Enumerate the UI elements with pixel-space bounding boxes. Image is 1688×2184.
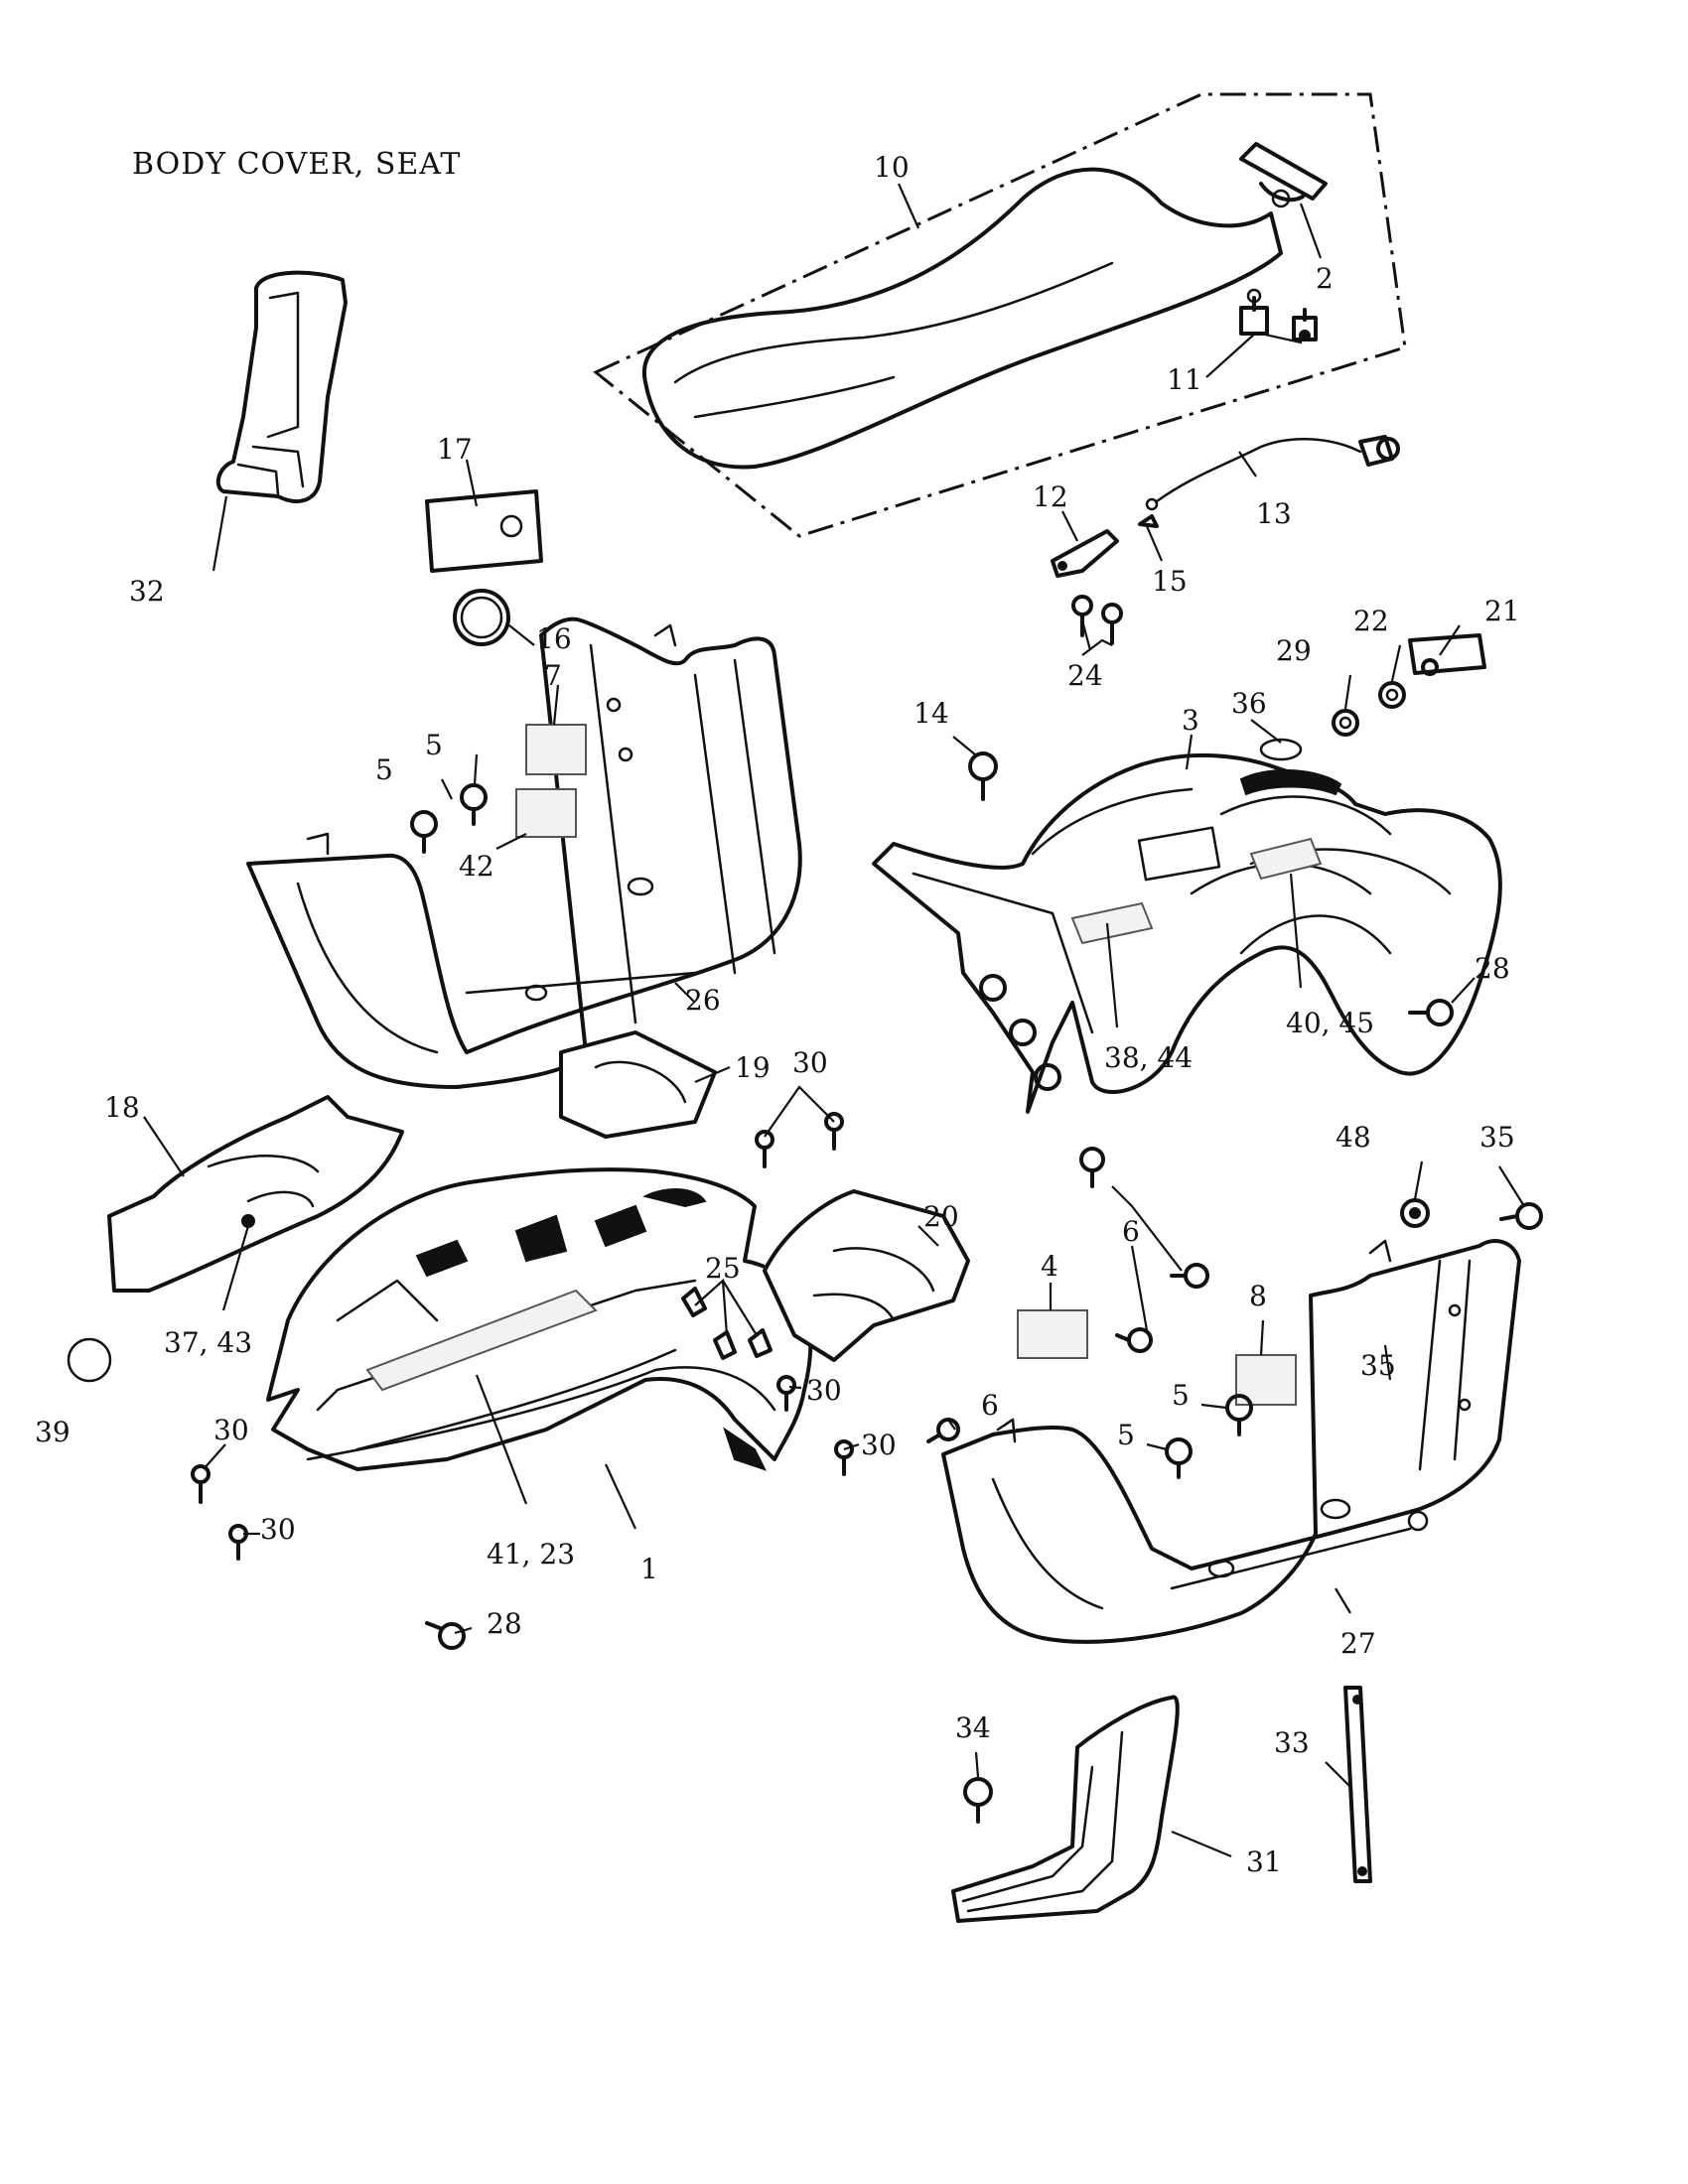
label-5c: 5 (1172, 1379, 1190, 1412)
label-11: 11 (1167, 363, 1202, 396)
inner-panel-part-20 (763, 1189, 970, 1362)
label-41-23: 41, 23 (487, 1538, 575, 1570)
label-26: 26 (685, 984, 721, 1017)
label-42: 42 (459, 850, 494, 883)
left-footwell-part-26 (246, 616, 802, 1089)
label-5a: 5 (375, 753, 393, 786)
right-footwell-part-27 (941, 1239, 1521, 1644)
label-33: 33 (1274, 1726, 1310, 1759)
label-4: 4 (1041, 1250, 1058, 1283)
label-6b: 6 (981, 1389, 999, 1422)
screws-part-30a (755, 1112, 844, 1168)
clip-part-15 (1138, 514, 1159, 528)
label-20: 20 (923, 1200, 959, 1233)
front-fender-part-1 (266, 1167, 813, 1471)
label-35b: 35 (1360, 1349, 1396, 1382)
label-31: 31 (1246, 1845, 1282, 1878)
label-18: 18 (104, 1091, 140, 1124)
bolts-part-5-right (1165, 1394, 1253, 1479)
label-28a: 28 (1475, 952, 1510, 985)
label-8: 8 (1249, 1280, 1267, 1312)
ring-part-16 (453, 589, 510, 646)
screws-part-30-mid (776, 1375, 854, 1476)
bolt-part-5b (460, 783, 488, 826)
bolt-part-28b (425, 1621, 466, 1650)
bolt-part-5a (410, 810, 438, 854)
label-13: 13 (1256, 497, 1292, 530)
label-30d: 30 (806, 1374, 842, 1407)
label-17: 17 (437, 433, 473, 466)
label-6a: 6 (1122, 1215, 1140, 1248)
label-24: 24 (1067, 659, 1103, 692)
label-5d: 5 (1117, 1419, 1135, 1451)
screws-part-30-lower (191, 1464, 248, 1561)
bolt-part-28a (1408, 999, 1454, 1026)
label-39: 39 (35, 1416, 70, 1448)
label-29: 29 (1276, 634, 1312, 667)
label-30e: 30 (861, 1429, 897, 1461)
label-32: 32 (129, 575, 165, 608)
label-27: 27 (1340, 1627, 1376, 1660)
side-panel-part-31 (951, 1695, 1180, 1923)
cap-part-39 (67, 1337, 112, 1383)
label-35a: 35 (1479, 1121, 1515, 1154)
seat-latch-part-12 (1051, 529, 1119, 578)
label-30a: 30 (792, 1046, 828, 1079)
sticker-part-17 (425, 489, 543, 573)
label-21: 21 (1484, 595, 1520, 627)
part-labels: 10 2 11 13 12 15 32 17 16 7 5 5 42 26 24… (35, 151, 1520, 1878)
bolt-part-14 (968, 751, 998, 801)
side-panel-part-32 (215, 270, 348, 503)
front-cover-part-18 (107, 1095, 404, 1293)
seat-lock-part-11 (1239, 288, 1318, 341)
diagram-title: BODY COVER, SEAT (132, 147, 461, 182)
label-48: 48 (1336, 1121, 1371, 1154)
reflector-part-21 (1408, 633, 1486, 676)
grommet-part-29 (1332, 709, 1359, 737)
label-15: 15 (1152, 565, 1188, 598)
label-10: 10 (874, 151, 910, 184)
clips-part-25 (681, 1287, 773, 1360)
seat-bracket-part-2 (1239, 142, 1328, 208)
label-30c: 30 (260, 1513, 296, 1546)
seat-cable-part-13 (1145, 435, 1400, 511)
label-2: 2 (1316, 262, 1334, 295)
label-22: 22 (1353, 605, 1389, 637)
leader-lines (143, 183, 1525, 1858)
label-38-44: 38, 44 (1104, 1041, 1193, 1074)
screws-part-24 (1071, 595, 1123, 645)
seat-part-10 (593, 92, 1407, 538)
bolts-part-6 (926, 1147, 1209, 1443)
sticker-part-42 (515, 788, 577, 838)
label-37-43: 37, 43 (164, 1326, 252, 1359)
label-5b: 5 (425, 729, 443, 761)
label-34: 34 (955, 1711, 991, 1744)
label-12: 12 (1033, 480, 1068, 513)
bolt-part-34 (963, 1777, 993, 1824)
strip-part-33 (1343, 1686, 1372, 1883)
inner-panel-part-19 (559, 1030, 717, 1139)
label-30b: 30 (213, 1414, 249, 1446)
label-7: 7 (544, 659, 562, 692)
label-28b: 28 (487, 1607, 522, 1640)
rear-fender-part-3 (872, 738, 1502, 1114)
sticker-part-7 (525, 724, 587, 775)
grommet-part-48 (1400, 1198, 1430, 1228)
label-36: 36 (1231, 687, 1267, 720)
label-25: 25 (705, 1252, 741, 1285)
grommet-part-22 (1378, 681, 1406, 709)
label-1: 1 (640, 1553, 658, 1585)
label-14: 14 (914, 697, 949, 730)
label-40-45: 40, 45 (1286, 1007, 1374, 1039)
sticker-part-4 (1017, 1309, 1088, 1359)
label-19: 19 (735, 1051, 771, 1084)
label-3: 3 (1182, 704, 1199, 737)
label-16: 16 (536, 622, 572, 655)
